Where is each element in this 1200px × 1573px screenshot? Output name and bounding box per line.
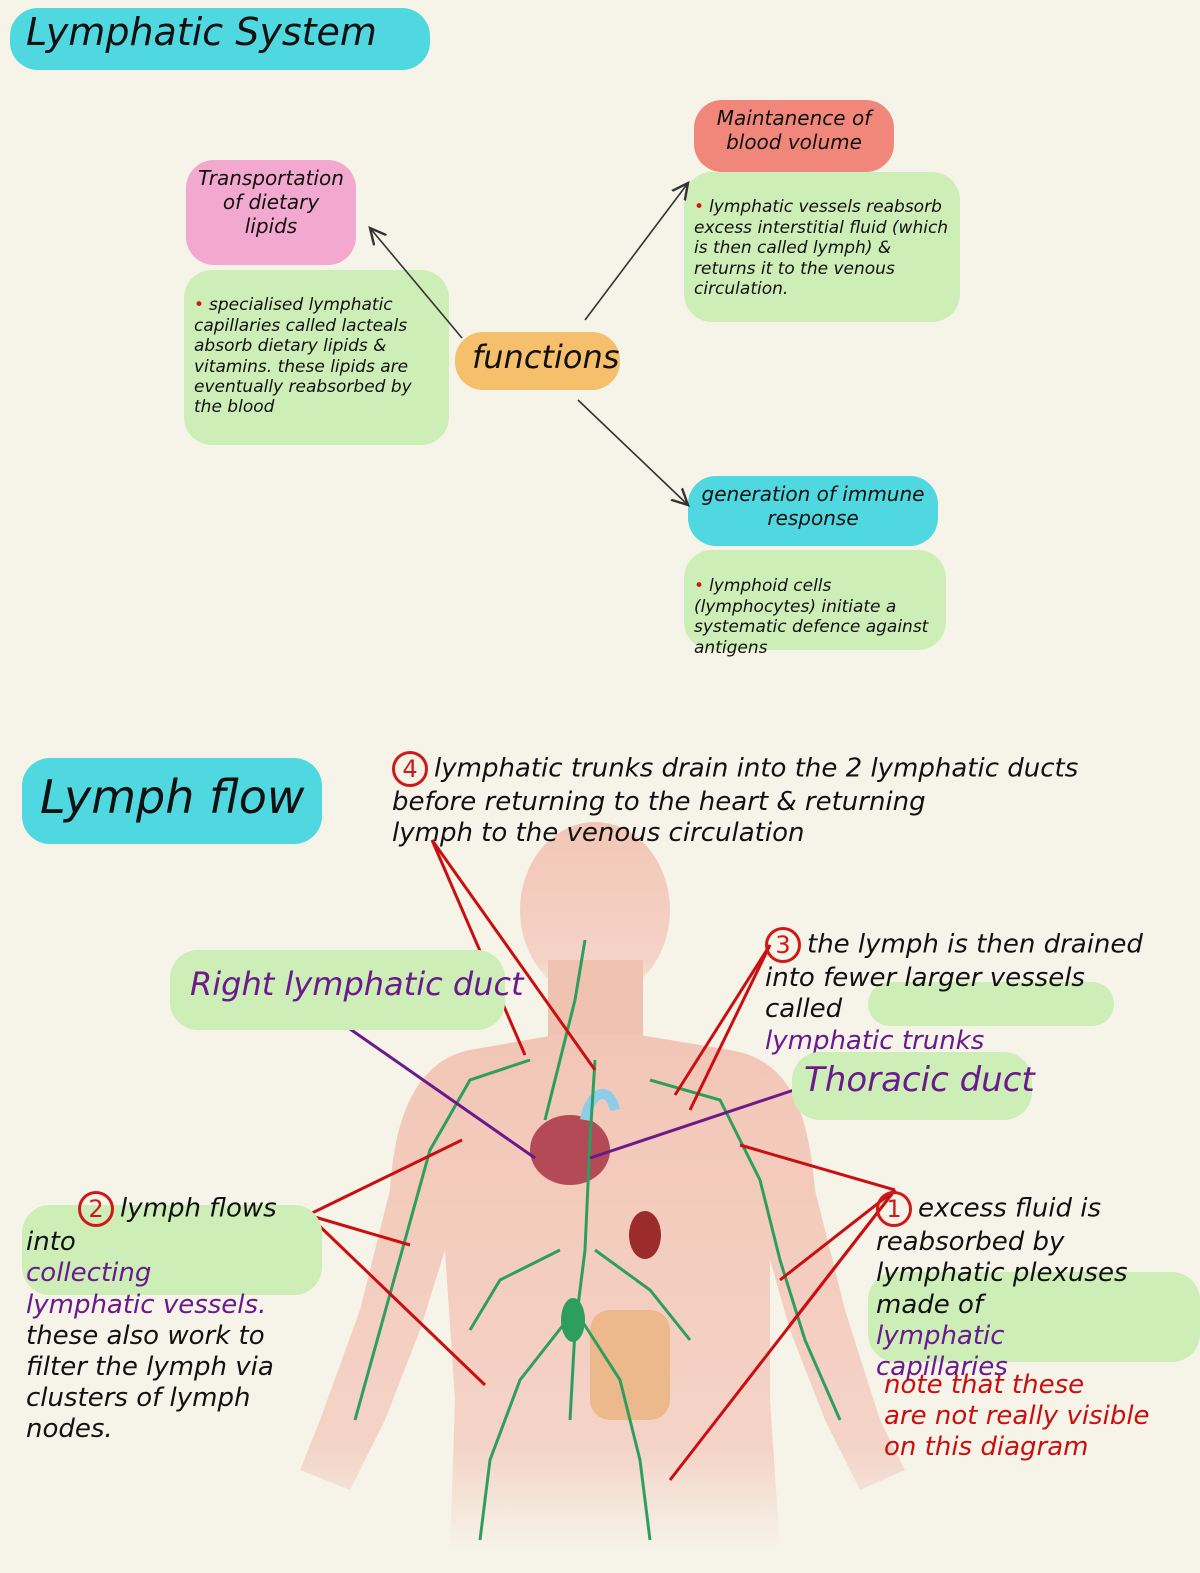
- lymph-vessels: [353, 939, 842, 1541]
- right-duct-highlight: [170, 950, 505, 1030]
- bullet-dot: •: [194, 295, 205, 316]
- page-title: Lymphatic System: [26, 10, 377, 54]
- lymph-flow-title: Lymph flow: [40, 770, 305, 824]
- arrow-to-lipids: [370, 228, 463, 339]
- functions-highlight: [455, 332, 620, 390]
- lymph-flow-highlight: [22, 758, 322, 844]
- arrow-to-immune: [577, 399, 688, 505]
- lipids-body: •specialised lymphatic capillaries calle…: [194, 295, 412, 418]
- cisterna-chyli: [561, 1298, 585, 1342]
- step-1-note: note that these are not really visible o…: [884, 1370, 1150, 1463]
- step-1-text: excess fluid is reabsorbed by lymphatic …: [876, 1193, 1128, 1320]
- functions-label: functions: [472, 338, 620, 376]
- step-2-text-b: these also work to filter the lymph via …: [26, 1320, 274, 1445]
- trunks-highlight: [868, 982, 1114, 1026]
- step-number-1: 1: [876, 1191, 912, 1228]
- thoracic-duct-highlight: [792, 1052, 1032, 1120]
- lipids-heading: Transportation of dietary lipids: [198, 166, 344, 238]
- step-2-text: lymph flows into: [26, 1193, 277, 1258]
- head-shape: [520, 822, 670, 998]
- torso-shape: [300, 1035, 905, 1549]
- immune-heading-highlight: [688, 476, 938, 546]
- blood-volume-heading: Maintanence of blood volume: [716, 106, 872, 154]
- thoracic-duct-label: Thoracic duct: [804, 1060, 1035, 1100]
- lipids-body-highlight: [184, 270, 449, 445]
- blood-volume-body: •lymphatic vessels reabsorb excess inter…: [694, 197, 949, 299]
- spleen-shape: [629, 1211, 661, 1259]
- blood-volume-heading-highlight: [694, 100, 894, 172]
- arrow-to-blood-volume: [584, 183, 688, 321]
- step-3-text: the lymph is then drained into fewer lar…: [765, 929, 1143, 1025]
- intestine-shape: [590, 1310, 670, 1420]
- immune-body-highlight: [684, 550, 946, 650]
- step-number-2: 2: [78, 1191, 114, 1228]
- step-2-highlight: collecting lymphatic vessels.: [26, 1258, 267, 1320]
- title-highlight: [10, 8, 430, 70]
- step-3-highlight: lymphatic trunks: [765, 1025, 985, 1056]
- step-4-text: lymphatic trunks drain into the 2 lympha…: [392, 753, 1079, 849]
- immune-body: •lymphoid cells (lymphocytes) initiate a…: [694, 576, 929, 658]
- lymphatic-capillaries-highlight: [868, 1272, 1200, 1362]
- blood-volume-body-highlight: [684, 172, 960, 322]
- bullet-dot: •: [694, 197, 705, 218]
- right-lymphatic-duct-label: Right lymphatic duct: [190, 965, 524, 1003]
- lipids-heading-highlight: [186, 160, 356, 265]
- step-number-4: 4: [392, 751, 428, 788]
- step-1-highlight: lymphatic capillaries: [876, 1320, 1008, 1382]
- immune-heading: generation of immune response: [701, 482, 925, 530]
- step-pointers: [306, 839, 897, 1481]
- heart-shape: [530, 1115, 610, 1185]
- collecting-highlight: [22, 1205, 322, 1295]
- aorta-shape: [580, 1089, 620, 1122]
- bullet-dot: •: [694, 576, 705, 597]
- step-number-3: 3: [765, 927, 801, 964]
- duct-pointers: [339, 1020, 801, 1160]
